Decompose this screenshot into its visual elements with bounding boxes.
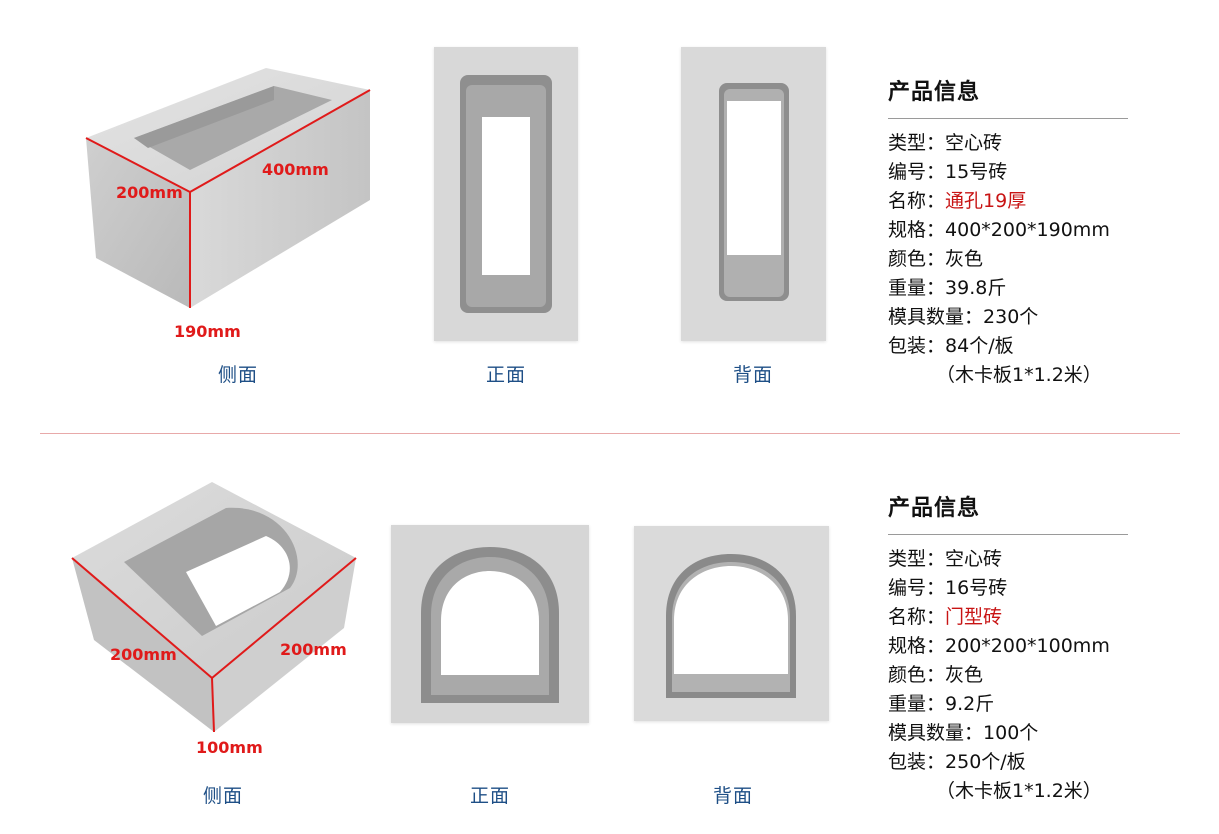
- product-1-side-view-label: 侧面: [218, 364, 259, 386]
- product-2-info-rule: [888, 534, 1128, 535]
- product-2-name: 名称：门型砖: [888, 606, 1003, 628]
- product-1-back-view-image: [681, 47, 826, 341]
- product-1-type: 类型：空心砖: [888, 132, 1003, 154]
- product-2-packaging: 包装：250个/板: [888, 751, 1026, 773]
- product-1-width-dimension: 190mm: [174, 322, 241, 341]
- product-2-code: 编号：16号砖: [888, 577, 1008, 599]
- product-2-type: 类型：空心砖: [888, 548, 1003, 570]
- product-1-spec: 规格：400*200*190mm: [888, 219, 1110, 241]
- product-1-color: 颜色：灰色: [888, 248, 984, 270]
- product-1-height-dimension: 200mm: [116, 183, 183, 202]
- product-1-side-view-image: [85, 68, 371, 308]
- product-2-height-dimension: 200mm: [280, 640, 347, 659]
- product-1-code: 编号：15号砖: [888, 161, 1008, 183]
- product-1-packaging-note: （木卡板1*1.2米）: [936, 364, 1102, 386]
- product-1-name: 名称：通孔19厚: [888, 190, 1027, 212]
- product-2-mold-count: 模具数量：100个: [888, 722, 1039, 744]
- product-2-packaging-note: （木卡板1*1.2米）: [936, 780, 1102, 802]
- product-1-info-title: 产品信息: [888, 80, 981, 105]
- product-1-front-view-label: 正面: [486, 364, 527, 386]
- product-2-info-panel: 产品信息 类型：空心砖 编号：16号砖 名称：门型砖 规格：200*200*10…: [888, 490, 1138, 806]
- product-2-width-dimension: 100mm: [196, 738, 263, 757]
- product-2-spec: 规格：200*200*100mm: [888, 635, 1110, 657]
- product-2-length-dimension: 200mm: [110, 645, 177, 664]
- product-2-back-view-label: 背面: [713, 785, 754, 807]
- product-2-side-view-label: 侧面: [203, 785, 244, 807]
- product-2-back-view-image: [634, 526, 829, 721]
- product-2-front-view-image: [391, 525, 589, 723]
- product-1-packaging: 包装：84个/板: [888, 335, 1014, 357]
- product-2-weight: 重量：9.2斤: [888, 693, 995, 715]
- product-1-back-view-label: 背面: [733, 364, 774, 386]
- product-1-length-dimension: 400mm: [262, 160, 329, 179]
- product-2-info-title: 产品信息: [888, 496, 981, 521]
- product-2-side-view-image: [71, 482, 357, 733]
- section-divider: [40, 433, 1180, 434]
- product-1-info-rule: [888, 118, 1128, 119]
- product-1-front-view-image: [434, 47, 578, 341]
- product-1-info-panel: 产品信息 类型：空心砖 编号：15号砖 名称：通孔19厚 规格：400*200*…: [888, 74, 1128, 390]
- product-2-color: 颜色：灰色: [888, 664, 984, 686]
- product-1-mold-count: 模具数量：230个: [888, 306, 1039, 328]
- product-1-weight: 重量：39.8斤: [888, 277, 1007, 299]
- product-2-front-view-label: 正面: [470, 785, 511, 807]
